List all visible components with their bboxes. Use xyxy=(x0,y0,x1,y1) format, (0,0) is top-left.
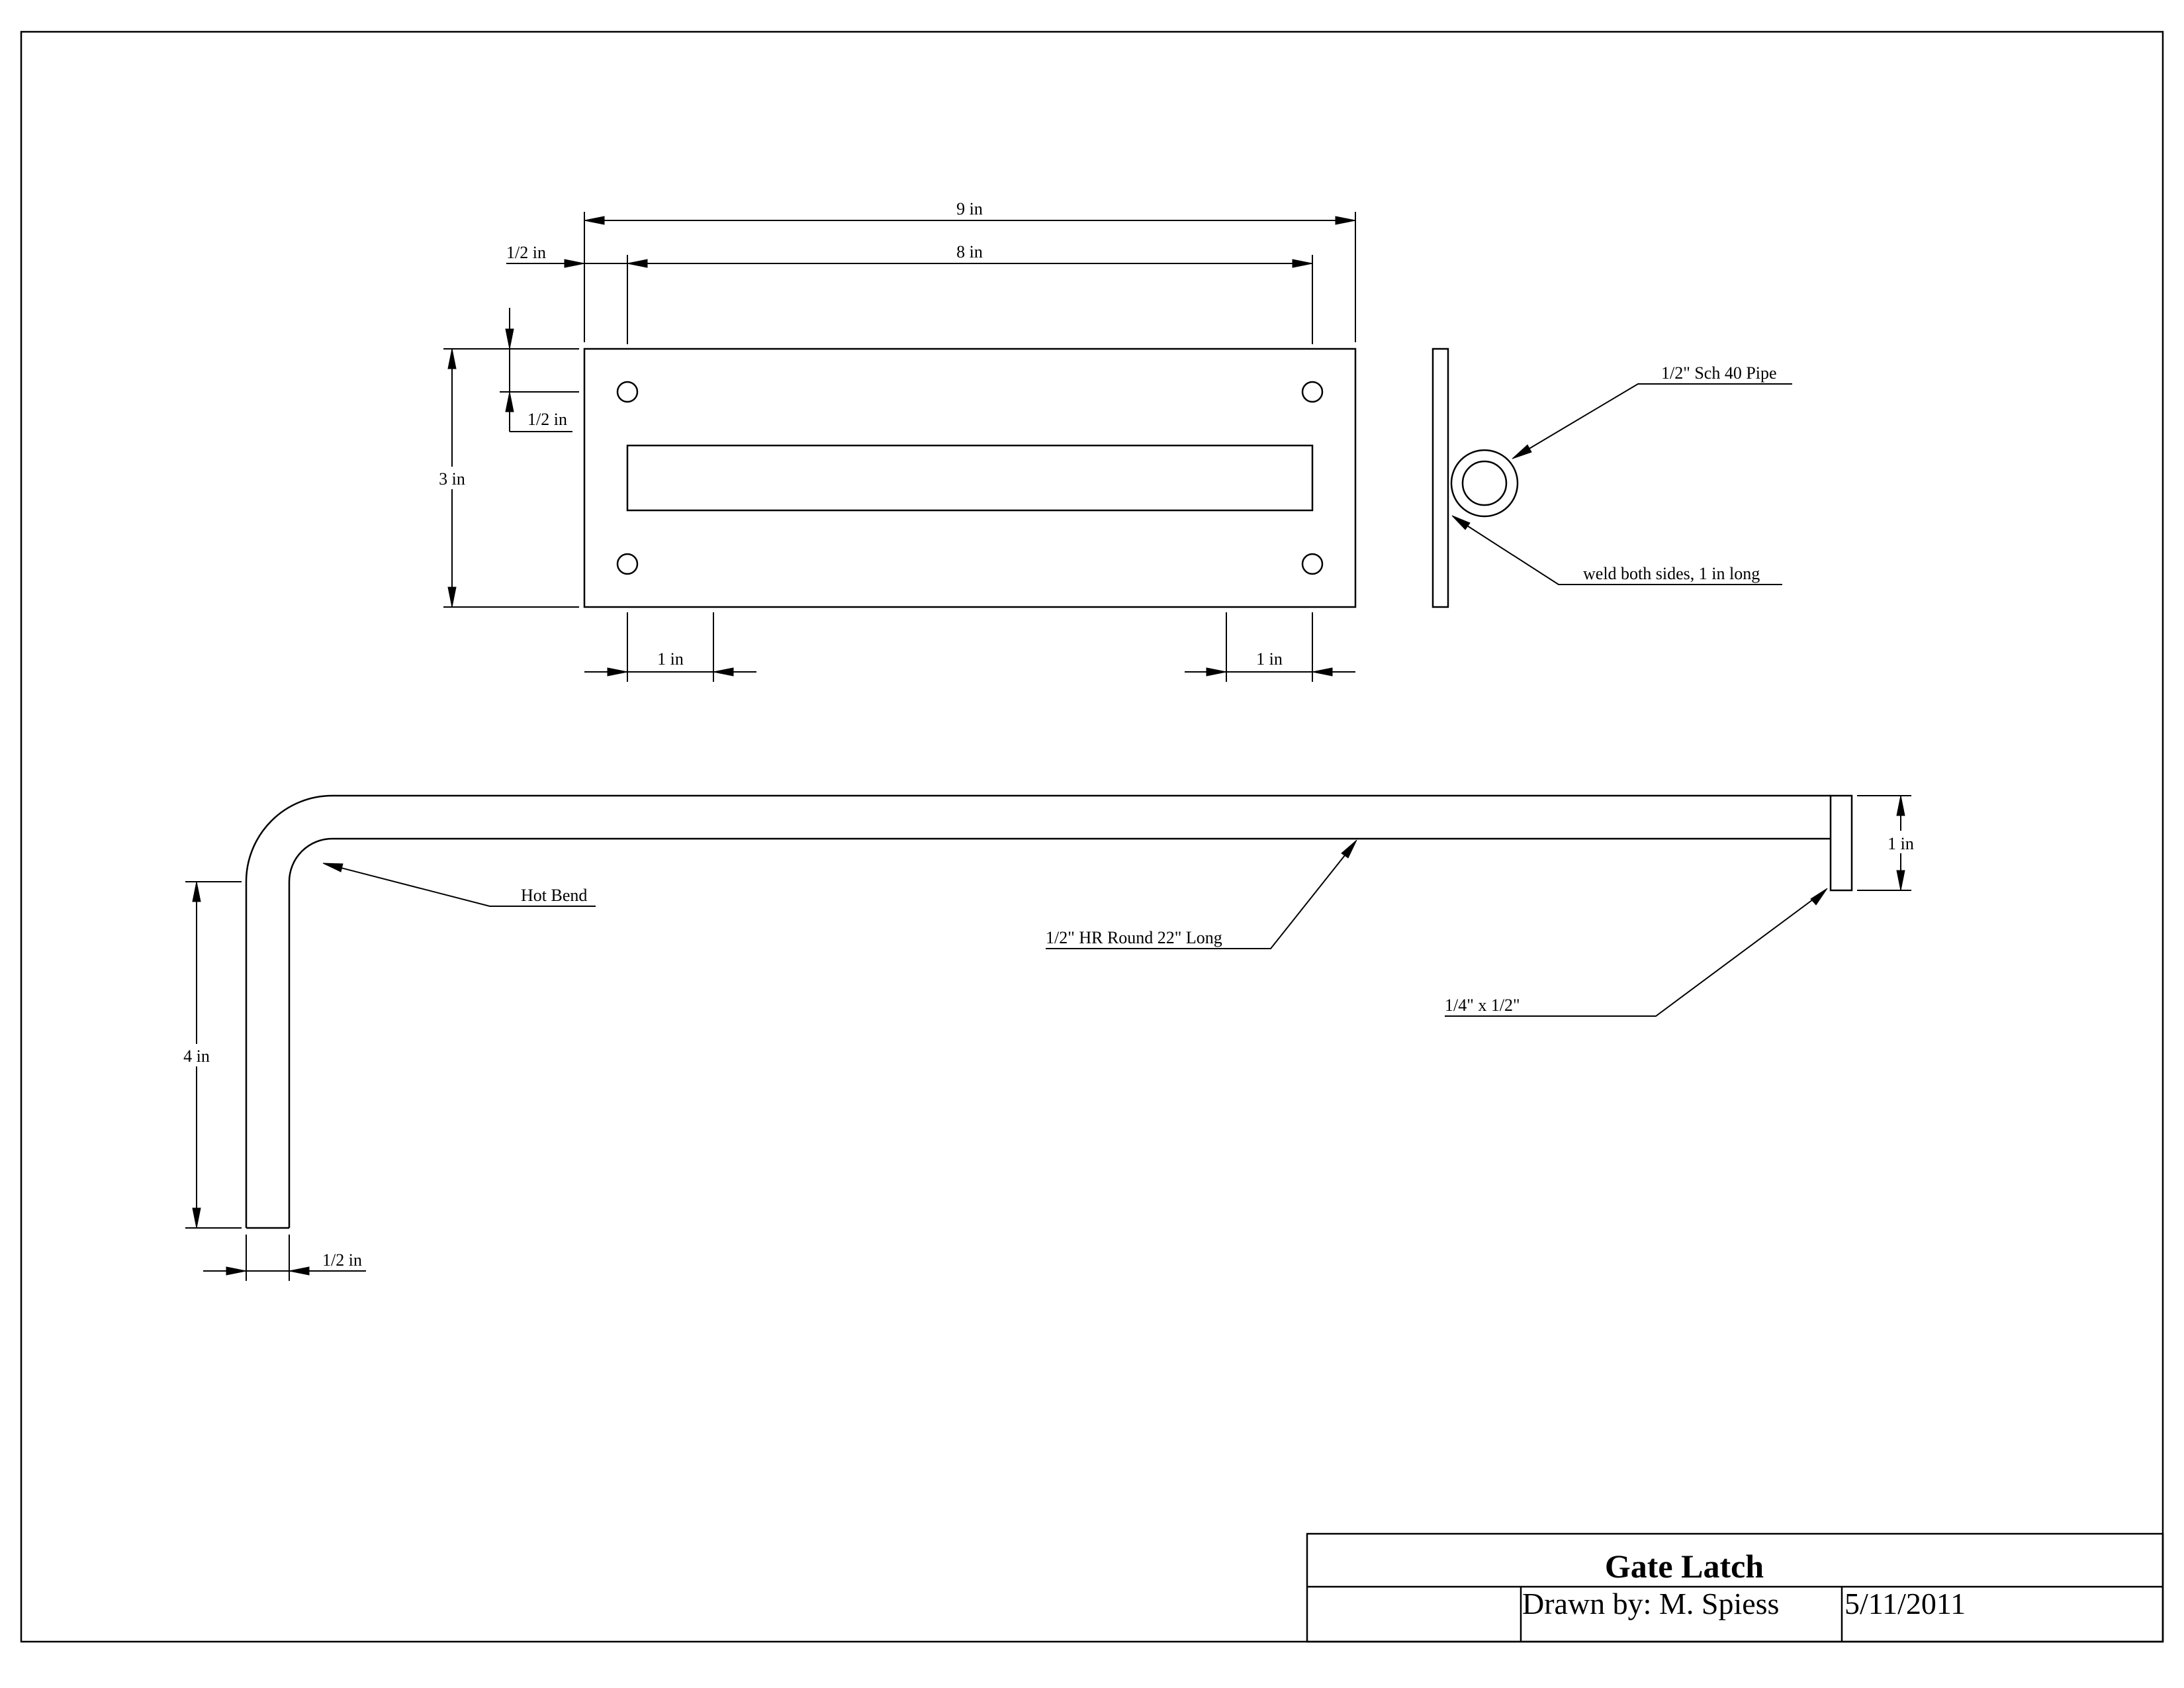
sheet-border xyxy=(20,30,2164,1643)
dimension-stop-height: 1 in xyxy=(1857,795,1919,891)
dim-leg-length-label: 4 in xyxy=(183,1047,210,1066)
callout-rod-label: 1/2" HR Round 22" Long xyxy=(1046,928,1222,947)
dimension-hole-spacing: 8 in xyxy=(627,242,1313,344)
callout-stop-bar: 1/4" x 1/2" xyxy=(1445,888,1828,1017)
dim-plate-height-label: 3 in xyxy=(439,469,465,489)
rod-outer-edge xyxy=(245,794,1831,1228)
callout-pipe: 1/2" Sch 40 Pipe xyxy=(1512,363,1792,459)
rod-inner-edge xyxy=(288,837,1831,1228)
stop-bar xyxy=(1829,794,1853,892)
callout-pipe-label: 1/2" Sch 40 Pipe xyxy=(1661,363,1777,383)
dim-hole-spacing-label: 8 in xyxy=(956,242,983,261)
callout-stop-bar-label: 1/4" x 1/2" xyxy=(1445,996,1520,1015)
callout-hot-bend: Hot Bend xyxy=(322,863,596,907)
plate-edge xyxy=(1432,348,1449,608)
pipe-outer xyxy=(1450,449,1519,518)
callout-hot-bend-label: Hot Bend xyxy=(521,886,587,905)
dimension-plate-height: 3 in xyxy=(434,348,579,608)
dimension-hole-offset-y: 1/2 in xyxy=(500,308,579,432)
callout-weld: weld both sides, 1 in long xyxy=(1451,515,1782,585)
plate-front-view xyxy=(583,348,1357,608)
drawing-title: Gate Latch xyxy=(1605,1548,1764,1585)
callout-weld-label: weld both sides, 1 in long xyxy=(1583,564,1760,583)
title-block: Gate Latch Drawn by: M. Spiess 5/11/2011 xyxy=(1306,1532,2164,1643)
mounting-hole-top-right xyxy=(1301,381,1324,403)
mounting-hole-bottom-left xyxy=(616,553,639,575)
plate-outline xyxy=(583,348,1357,608)
plate-slot xyxy=(626,444,1314,512)
dim-slot-left-label: 1 in xyxy=(657,649,684,669)
drawn-by: Drawn by: M. Spiess xyxy=(1522,1587,1779,1620)
plate-side-view xyxy=(1432,348,1519,608)
mounting-hole-top-left xyxy=(616,381,639,403)
dimension-overall-width: 9 in xyxy=(584,199,1356,342)
dim-slot-right-label: 1 in xyxy=(1256,649,1283,669)
dim-hole-offset-y-label: 1/2 in xyxy=(527,410,567,429)
latch-rod xyxy=(245,794,1853,1229)
pipe-inner xyxy=(1461,460,1508,506)
callout-rod: 1/2" HR Round 22" Long xyxy=(1046,839,1357,949)
title-block-frame xyxy=(1306,1532,2164,1643)
drawing-date: 5/11/2011 xyxy=(1844,1587,1966,1620)
dimension-leg-length: 4 in xyxy=(179,881,242,1229)
dim-rod-diameter-label: 1/2 in xyxy=(322,1250,362,1270)
dim-hole-offset-x-label: 1/2 in xyxy=(506,243,546,262)
dimension-slot-right: 1 in xyxy=(1185,612,1355,682)
dimension-rod-diameter: 1/2 in xyxy=(203,1235,366,1281)
dimension-hole-offset-x: 1/2 in xyxy=(506,243,627,268)
dim-overall-width-label: 9 in xyxy=(956,199,983,218)
dim-stop-height-label: 1 in xyxy=(1888,834,1914,853)
dimension-slot-left: 1 in xyxy=(584,612,756,682)
mounting-hole-bottom-right xyxy=(1301,553,1324,575)
